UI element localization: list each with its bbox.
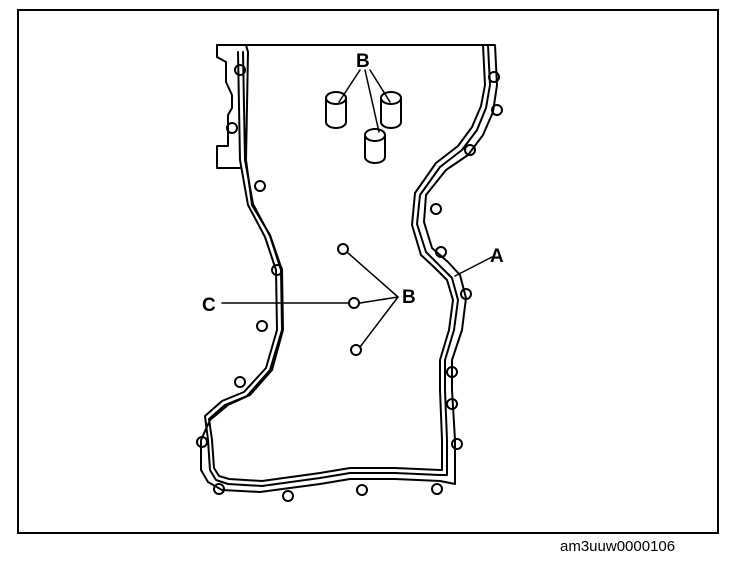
gasket-seal-inner bbox=[208, 44, 486, 482]
callout-a: A bbox=[490, 246, 504, 267]
gasket-seal bbox=[204, 44, 491, 487]
figure-id: am3uuw0000106 bbox=[560, 538, 676, 555]
bolt-holes bbox=[196, 64, 503, 502]
callout-c: C bbox=[202, 295, 216, 316]
callout-b-top: B bbox=[356, 51, 370, 72]
callout-b-center: B bbox=[402, 287, 416, 308]
figure-frame bbox=[17, 9, 719, 534]
cover-bracket bbox=[216, 44, 241, 169]
leader-lines bbox=[221, 69, 493, 348]
center-seal-points bbox=[337, 243, 362, 356]
top-seal-plugs bbox=[325, 91, 402, 164]
cover-outline bbox=[200, 44, 498, 493]
